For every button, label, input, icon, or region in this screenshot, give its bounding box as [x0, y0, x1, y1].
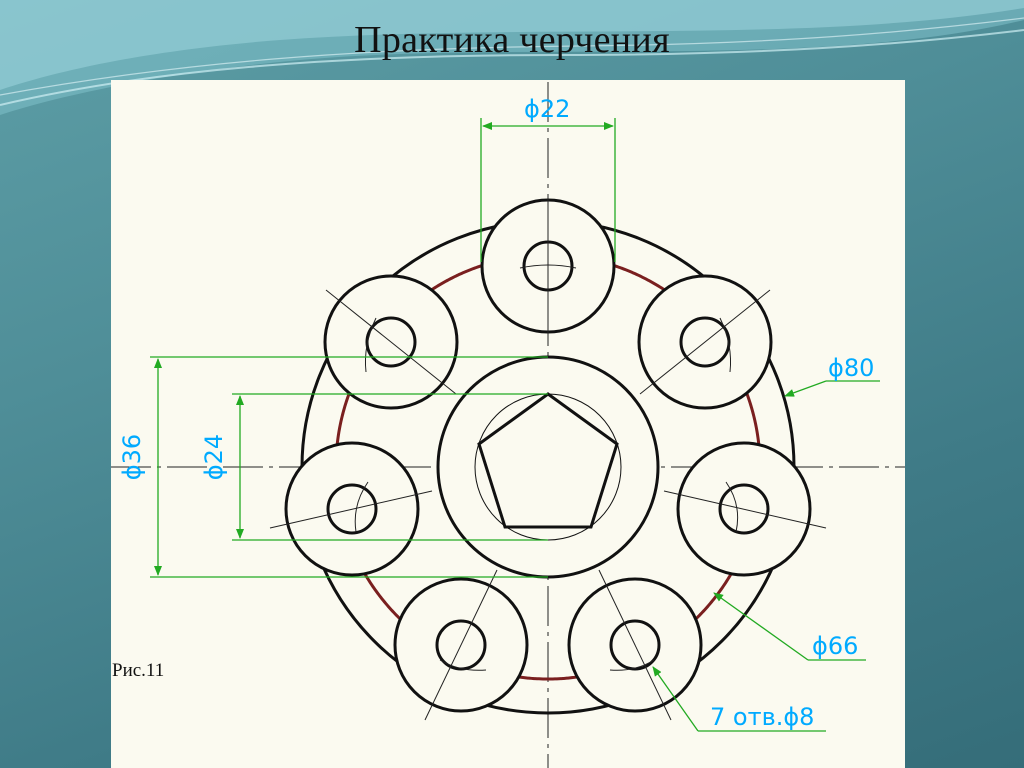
- slide-title: Практика черчения: [354, 19, 670, 61]
- dim-66-leader: [713, 592, 809, 661]
- hole-4: [609, 619, 661, 671]
- hole-5: [435, 619, 487, 671]
- dim-22-label: ϕ22: [524, 95, 570, 123]
- dim-80-leader: [784, 380, 827, 397]
- dim-holes-leader: [652, 666, 699, 732]
- figure-caption: Рис.11: [112, 660, 165, 681]
- hole-2: [679, 316, 731, 368]
- dim-24-label: ϕ24: [200, 434, 228, 480]
- background-swoosh: [0, 0, 1024, 115]
- dimension-lines: [150, 118, 880, 732]
- hole-3: [718, 483, 770, 535]
- hub-outer-circle: [436, 355, 660, 579]
- hole-6: [326, 483, 378, 535]
- technical-drawing: ϕ22 ϕ80 ϕ66 7 отв.ϕ8 ϕ36 ϕ24: [111, 82, 905, 768]
- drawing-panel: ϕ22 ϕ80 ϕ66 7 отв.ϕ8 ϕ36 ϕ24: [111, 80, 905, 768]
- dim-80-label: ϕ80: [828, 354, 874, 382]
- dim-36-label: ϕ36: [118, 434, 146, 480]
- dim-66-label: ϕ66: [812, 632, 858, 660]
- central-pentagon: [477, 392, 619, 529]
- dim-holes-label: 7 отв.ϕ8: [710, 703, 814, 731]
- radial-center-lines: [269, 196, 827, 721]
- central-hub: [436, 355, 660, 579]
- hole-7: [365, 316, 417, 368]
